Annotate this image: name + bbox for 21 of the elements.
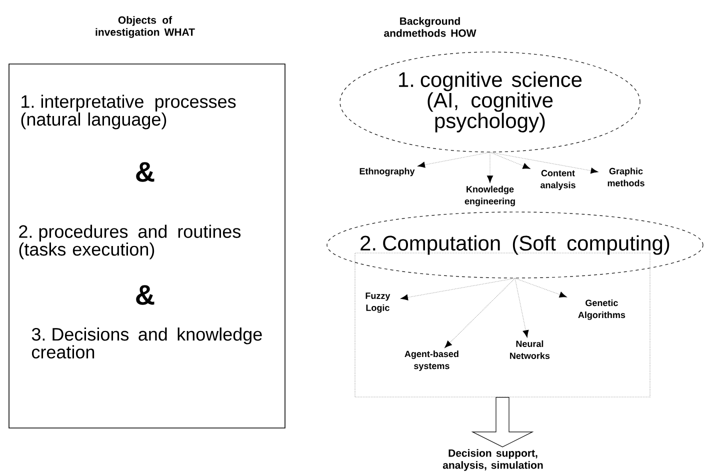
method-label: Graphic methods — [608, 168, 644, 186]
column-heading: Background andmethods HOW — [384, 17, 476, 37]
method-label: Fuzzy Logic — [366, 292, 390, 313]
method-label: Neural Networks — [510, 340, 550, 360]
arrow — [514, 278, 567, 298]
block-arrow — [471, 397, 534, 448]
topic-box: 1. interpretative processes (natural language) & 2. procedures and routines (tasks execution) & 3. Decisions and knowledge creation — [8, 64, 286, 428]
arrow — [486, 152, 494, 183]
method-label: Knowledge engineering — [464, 186, 515, 206]
method-label: Content analysis — [540, 170, 576, 190]
arrow — [514, 278, 529, 338]
method-label: Agent-based systems — [404, 350, 458, 371]
arrow — [490, 152, 598, 174]
arrow — [490, 152, 530, 169]
column-heading: Objects of investigation WHAT — [96, 16, 195, 38]
arrow — [400, 278, 516, 300]
arrow — [444, 278, 516, 348]
arrow — [418, 152, 490, 168]
method-label: Ethnography — [360, 168, 415, 176]
method-label: Genetic Algorithms — [578, 300, 626, 320]
method-label: Decision support, analysis, simulation — [442, 449, 543, 471]
